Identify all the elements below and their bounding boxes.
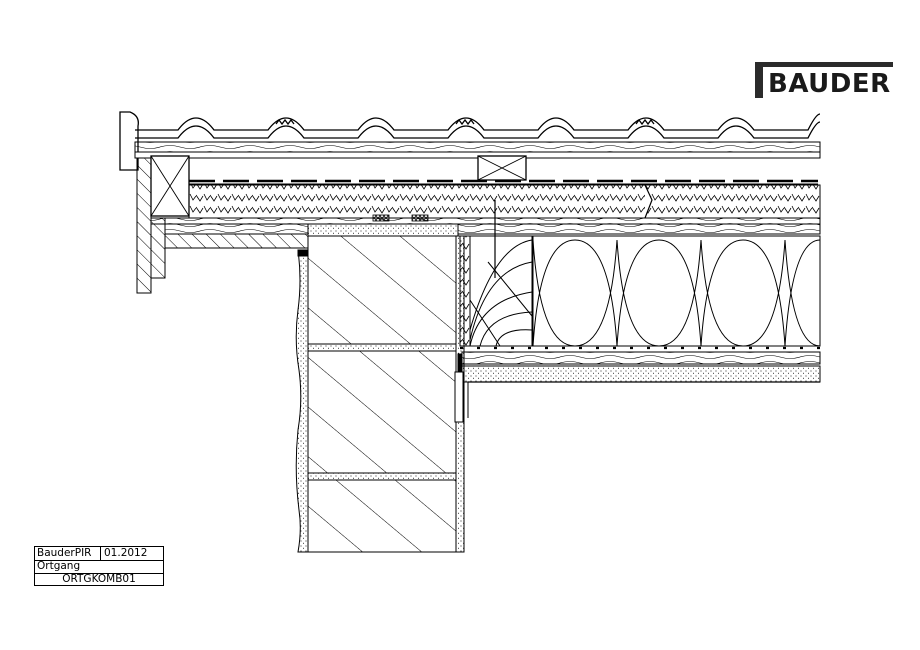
product-name: BauderPIR (35, 547, 101, 560)
batten-mid (477, 155, 527, 181)
masonry-wall (295, 235, 465, 553)
brand-logo: BAUDER (755, 62, 893, 98)
ceiling-layers (460, 346, 821, 418)
drawing-date: 01.2012 (104, 547, 148, 559)
brand-logo-text: BAUDER (768, 69, 891, 99)
title-block: BauderPIR 01.2012 Ortgang ORTGKOMB01 (34, 546, 164, 586)
rafter-timber (469, 200, 533, 347)
roof-tiles (135, 113, 821, 139)
wall-connection-strip (454, 353, 464, 423)
verge-tile-cap (119, 111, 139, 171)
verge-board (136, 155, 190, 294)
pir-insulation-board (188, 184, 821, 219)
zigzag-strip (459, 235, 471, 347)
mineral-wool-insulation (532, 235, 821, 347)
drawing-code: ORTGKOMB01 (62, 573, 136, 585)
underlay-membrane (189, 179, 818, 185)
deck-boards (150, 217, 821, 249)
detail-name: Ortgang (37, 560, 81, 572)
